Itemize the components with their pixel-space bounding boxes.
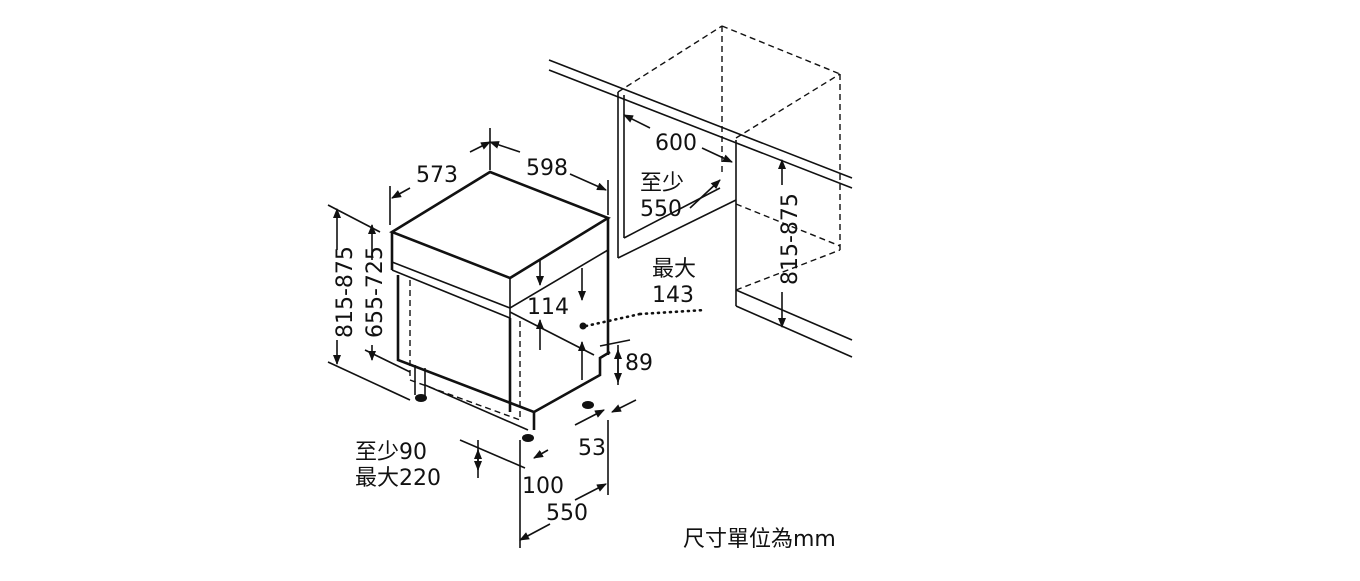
label-depth-573: 573 <box>416 163 458 188</box>
label-dim-114: 114 <box>527 295 569 320</box>
label-dim-100: 100 <box>522 474 564 499</box>
dishwasher-body <box>389 170 707 442</box>
label-height-655-725: 655-725 <box>363 246 388 338</box>
label-cabinet-600: 600 <box>655 131 697 156</box>
label-width-598: 598 <box>526 156 568 181</box>
label-height-815-875-left: 815-875 <box>333 246 358 338</box>
label-dim-550: 550 <box>546 501 588 526</box>
label-dim-53: 53 <box>578 436 606 461</box>
label-dim-89: 89 <box>625 351 653 376</box>
dimension-labels: 573 598 600 至少 550 最大 143 815-875 655-72… <box>333 131 836 552</box>
label-max-143: 143 <box>652 283 694 308</box>
label-cabinet-550: 550 <box>640 197 682 222</box>
label-height-815-875-right: 815-875 <box>778 193 803 285</box>
cabinet-niche <box>548 25 853 358</box>
label-max-text: 最大 <box>652 257 696 282</box>
label-plinth-max: 最大220 <box>355 466 441 491</box>
label-units: 尺寸單位為mm <box>683 527 836 552</box>
dimension-lines <box>327 114 786 548</box>
label-min-text: 至少 <box>640 171 684 196</box>
label-plinth-min: 至少90 <box>355 440 427 465</box>
